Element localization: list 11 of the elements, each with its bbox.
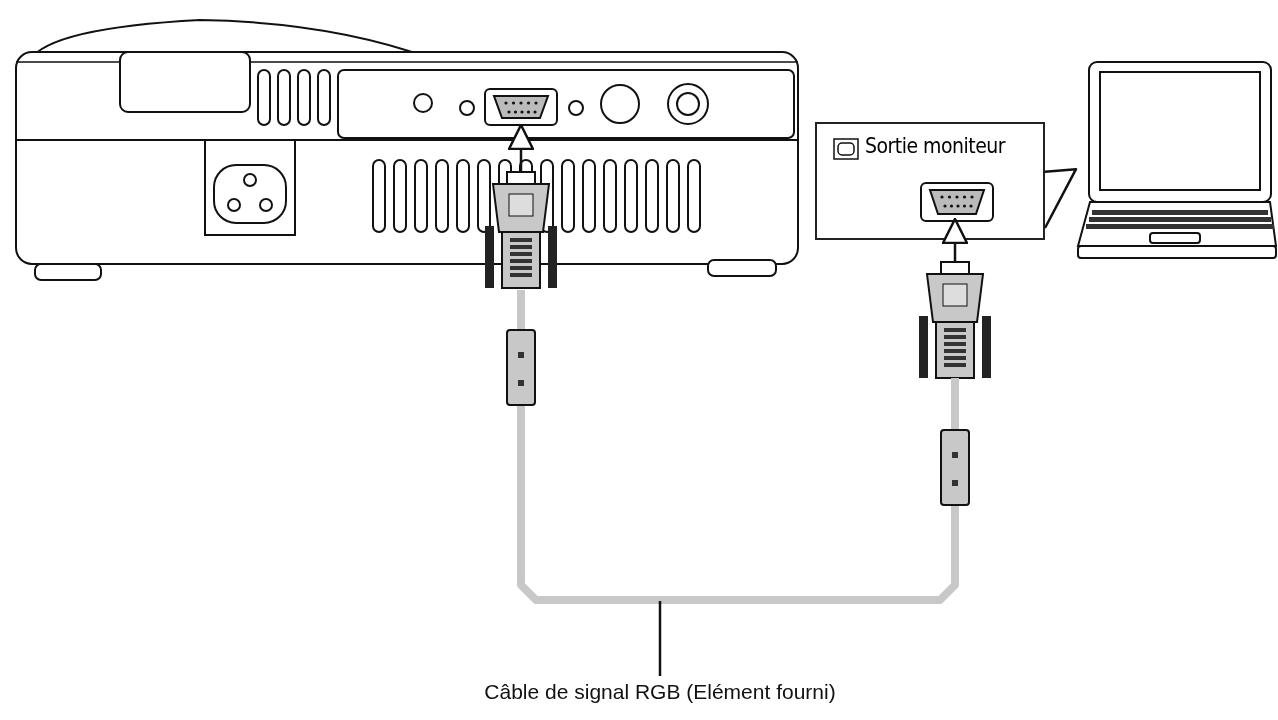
vga-plug-drawing	[919, 262, 991, 378]
insert-arrow	[507, 123, 535, 172]
leader-line	[658, 601, 662, 676]
laptop-drawing	[1076, 60, 1278, 262]
vga-plug-drawing	[485, 172, 557, 290]
vga-port-drawing	[484, 88, 558, 126]
port-label: Sortie moniteur	[865, 134, 1006, 158]
insert-arrow	[941, 217, 969, 262]
vga-port-drawing	[920, 182, 994, 222]
inset-panel	[815, 122, 1045, 240]
cable-label: Câble de signal RGB (Elément fourni)	[483, 680, 837, 704]
